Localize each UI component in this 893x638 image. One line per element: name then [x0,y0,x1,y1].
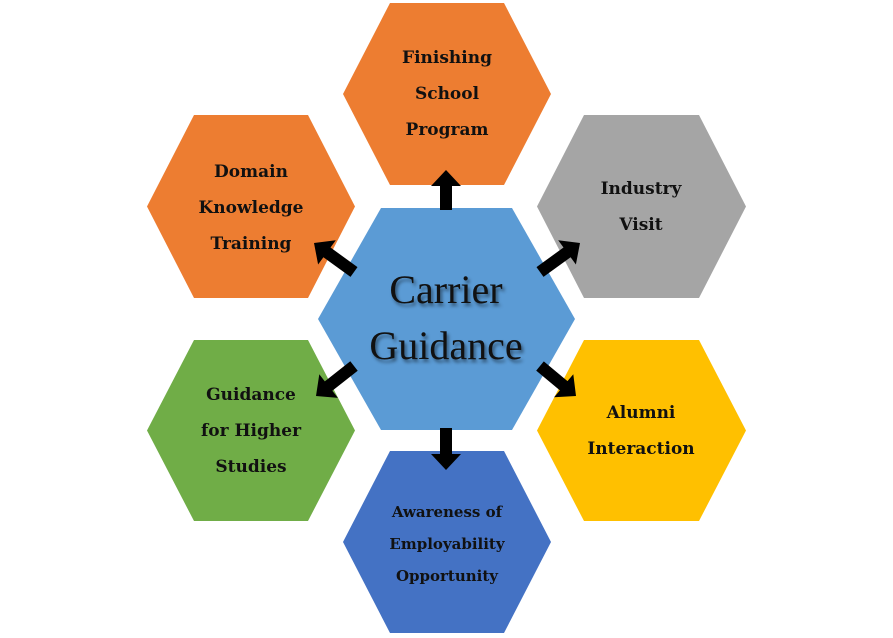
node-finishing-label: Finishing School Program [350,40,544,148]
hexagon-awareness [343,451,551,633]
label-line: for Higher [200,421,302,441]
hexagon-higher [147,340,355,521]
label-line: Opportunity [395,567,499,585]
node-alumni-label: Alumni Interaction [544,394,738,468]
label-line: Awareness of [391,503,503,521]
label-line: Industry [600,179,682,199]
hexagon-industry [537,115,746,298]
arrow-to-domain [314,240,358,277]
label-line: Domain [214,162,288,182]
arrow-to-industry [536,240,580,277]
label-line: Interaction [587,439,695,459]
node-awareness-label: Awareness of Employability Opportunity [350,496,544,592]
center-line-1: Carrier [389,267,503,312]
arrow-to-finishing [431,170,461,210]
node-higher-label: Guidance for Higher Studies [154,377,348,485]
label-line: Finishing [402,48,492,68]
arrow-to-higher [316,361,358,398]
node-domain-label: Domain Knowledge Training [154,154,348,262]
label-line: Program [405,120,489,140]
label-line: Employability [389,535,505,553]
center-label: Carrier Guidance [330,262,562,374]
center-line-2: Guidance [369,323,523,368]
label-line: Knowledge [198,198,304,218]
arrow-to-alumni [536,361,576,398]
hexagon-center [318,208,575,430]
label-line: Visit [619,215,663,235]
arrow-to-awareness [431,428,461,470]
label-line: Studies [215,457,287,477]
label-line: Training [210,234,292,254]
hexagon-domain [147,115,355,298]
hexagon-finishing [343,3,551,185]
label-line: Alumni [606,403,676,423]
label-line: Guidance [206,385,296,405]
node-industry-label: Industry Visit [544,170,738,244]
hexagon-alumni [537,340,746,521]
label-line: School [414,84,480,104]
